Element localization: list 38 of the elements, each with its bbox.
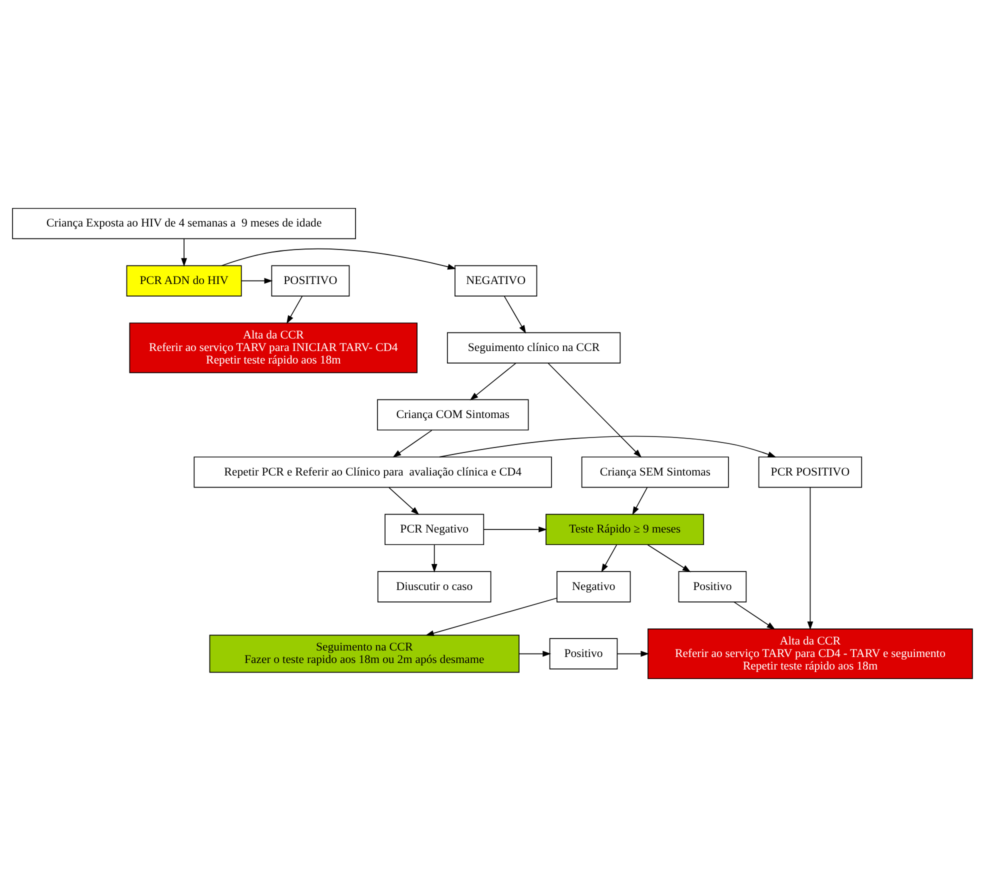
arrow bbox=[632, 487, 648, 516]
node-box: Alta da CCR Referir ao serviço TARV para CD4 - TARV e seguimento Repetir teste rápido aos 18m bbox=[647, 628, 972, 680]
node-box: Diuscutir o caso bbox=[376, 571, 491, 602]
node-box: Seguimento clínico na CCR bbox=[446, 332, 620, 364]
node-box: PCR ADN do HIV bbox=[126, 265, 242, 296]
node-box: PCR Negativo bbox=[384, 514, 484, 546]
node-box: Negativo bbox=[556, 571, 630, 602]
node-box: Positivo bbox=[548, 638, 618, 670]
node-box: NEGATIVO bbox=[454, 265, 537, 296]
arrow bbox=[733, 602, 775, 630]
arrow bbox=[240, 278, 272, 284]
node-box: Repetir PCR e Referir ao Clínico para avaliação clínica e CD4 bbox=[193, 456, 552, 488]
arrow bbox=[518, 650, 551, 657]
arrow bbox=[430, 544, 437, 572]
node-box: Criança SEM Sintomas bbox=[580, 456, 728, 488]
node-box: Criança COM Sintomas bbox=[376, 399, 528, 430]
arrow bbox=[424, 598, 557, 636]
arrow bbox=[286, 296, 302, 324]
arrow bbox=[806, 487, 813, 630]
arrow bbox=[482, 526, 547, 532]
node-box: Seguimento na CCR Fazer o teste rapido aos 18m ou 2m após desmame bbox=[208, 634, 519, 673]
node-box: PCR POSITIVO bbox=[758, 456, 862, 488]
arrow bbox=[388, 487, 419, 515]
arrow bbox=[646, 544, 690, 572]
arrow bbox=[392, 430, 432, 458]
arrow bbox=[616, 650, 649, 657]
arrow bbox=[220, 248, 456, 270]
arrow bbox=[438, 436, 776, 458]
node-box: Positivo bbox=[678, 571, 746, 602]
arrow bbox=[469, 362, 516, 400]
arrow bbox=[600, 544, 617, 572]
arrow bbox=[180, 238, 186, 267]
arrow bbox=[503, 296, 526, 334]
node-box: Teste Rápido ≥ 9 meses bbox=[545, 514, 704, 546]
arrow bbox=[547, 362, 642, 458]
node-box: Criança Exposta ao HIV de 4 semanas a 9 meses de idade bbox=[12, 208, 356, 240]
node-box: Alta da CCR Referir ao serviço TARV para INICIAR TARV- CD4 Repetir teste rápido aos 18m bbox=[128, 322, 417, 374]
node-box: POSITIVO bbox=[270, 265, 350, 296]
